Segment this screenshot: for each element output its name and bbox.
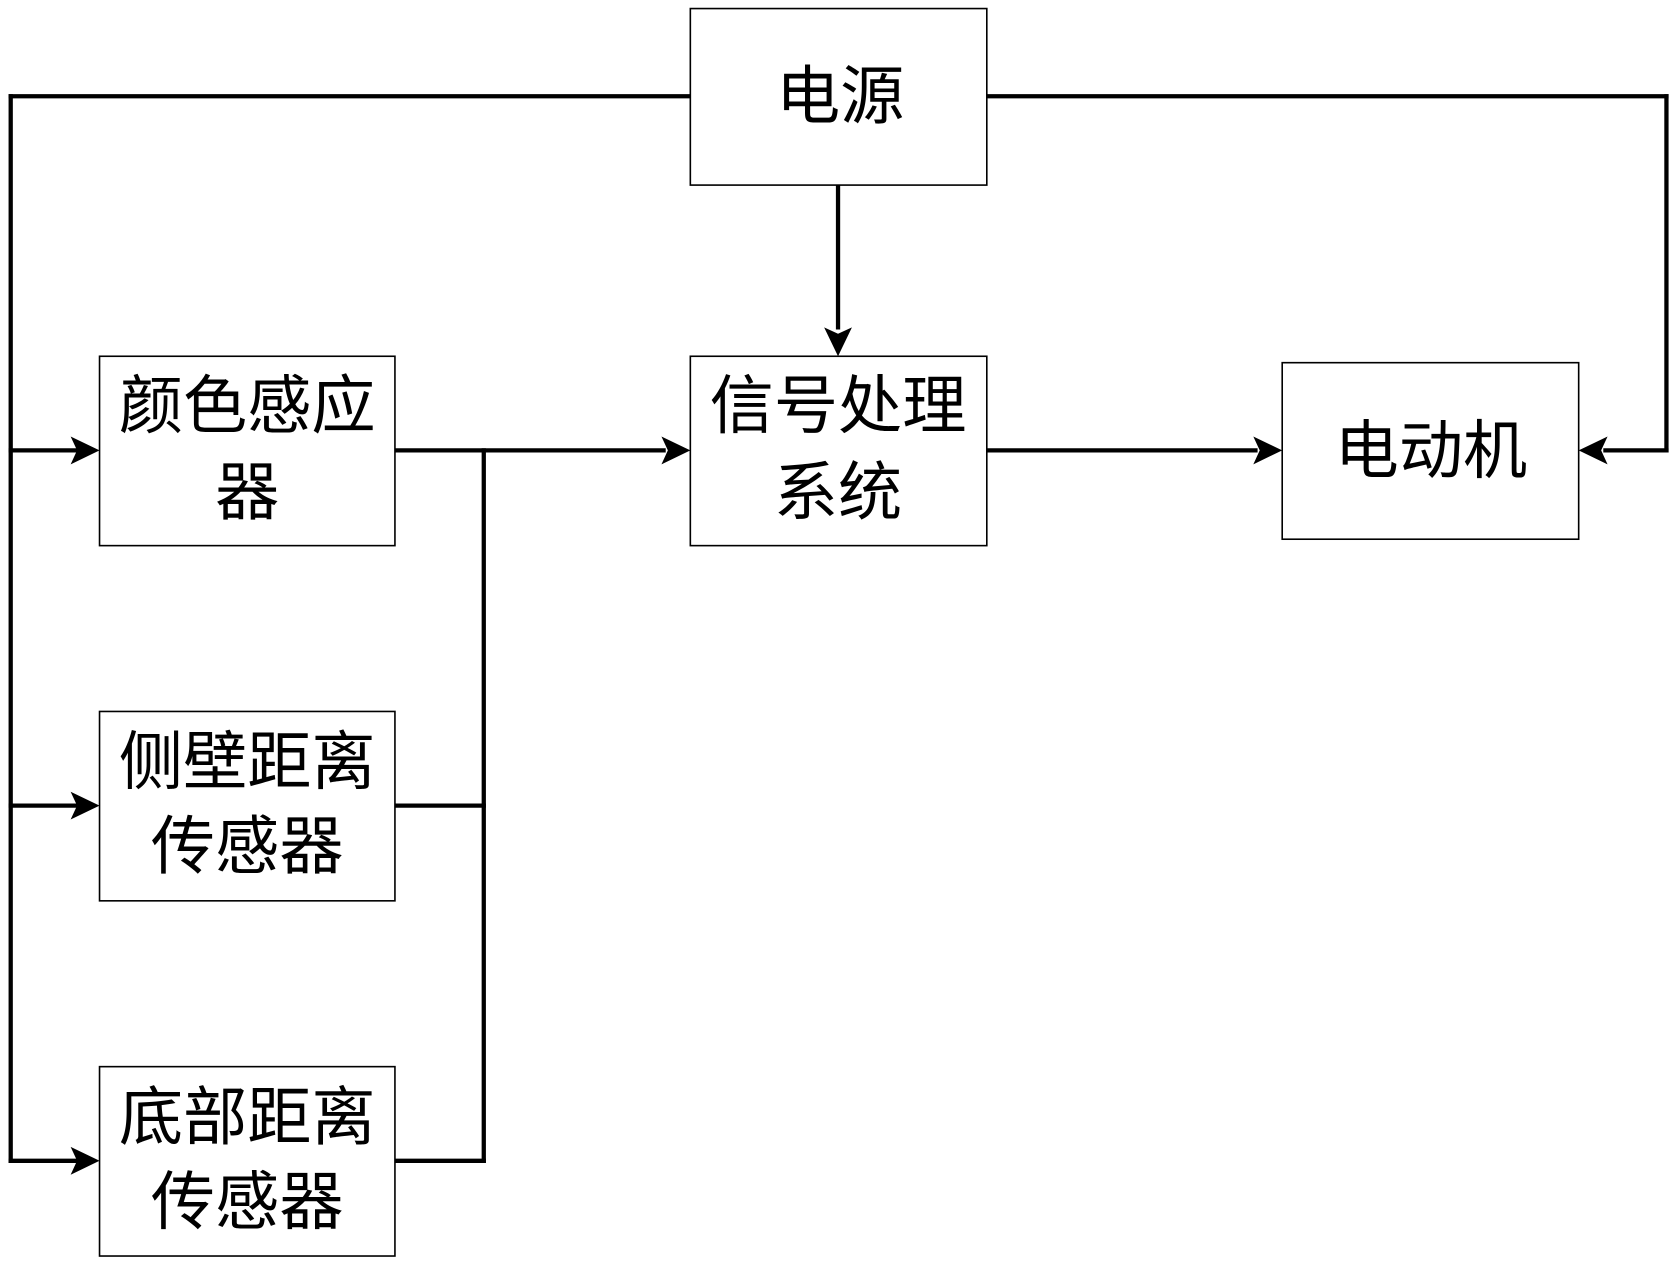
power-label: 电源 (776, 60, 904, 135)
arrowheads (70, 327, 1608, 1175)
signal-processing-box (689, 355, 988, 547)
bottom-distance-sensor-box (98, 1065, 396, 1257)
arrow-to-side-sensor (70, 791, 100, 820)
side-distance-sensor-label-line2: 传感器 (151, 810, 344, 885)
node-color-sensor: 颜色感应 器 (98, 355, 396, 547)
node-motor: 电动机 (1281, 361, 1580, 541)
arrow-to-motor-left (1253, 436, 1283, 465)
color-sensor-label-line2: 器 (215, 456, 279, 531)
color-sensor-box (98, 355, 396, 547)
color-sensor-label-line1: 颜色感应 (119, 369, 376, 444)
motor-box (1281, 361, 1580, 541)
connections (8, 94, 1669, 1163)
node-power: 电源 (689, 7, 988, 186)
arrow-to-motor-right (1578, 436, 1608, 465)
arrow-to-bottom-sensor (70, 1146, 100, 1175)
node-signal-processing: 信号处理 系统 (689, 355, 988, 547)
arrow-to-signal-top (824, 327, 852, 357)
side-distance-sensor-label-line1: 侧壁距离 (119, 725, 376, 800)
power-box (689, 7, 988, 186)
signal-processing-label-line2: 系统 (774, 456, 902, 531)
bottom-distance-sensor-label-line1: 底部距离 (119, 1080, 376, 1155)
node-bottom-distance-sensor: 底部距离 传感器 (98, 1065, 396, 1257)
node-side-distance-sensor: 侧壁距离 传感器 (98, 710, 396, 902)
motor-label: 电动机 (1335, 414, 1528, 489)
bottom-distance-sensor-label-line2: 传感器 (151, 1165, 344, 1240)
side-distance-sensor-box (98, 710, 396, 902)
arrow-to-signal-left (661, 436, 691, 465)
signal-processing-label-line1: 信号处理 (710, 369, 967, 444)
arrow-to-color-sensor (70, 436, 100, 465)
